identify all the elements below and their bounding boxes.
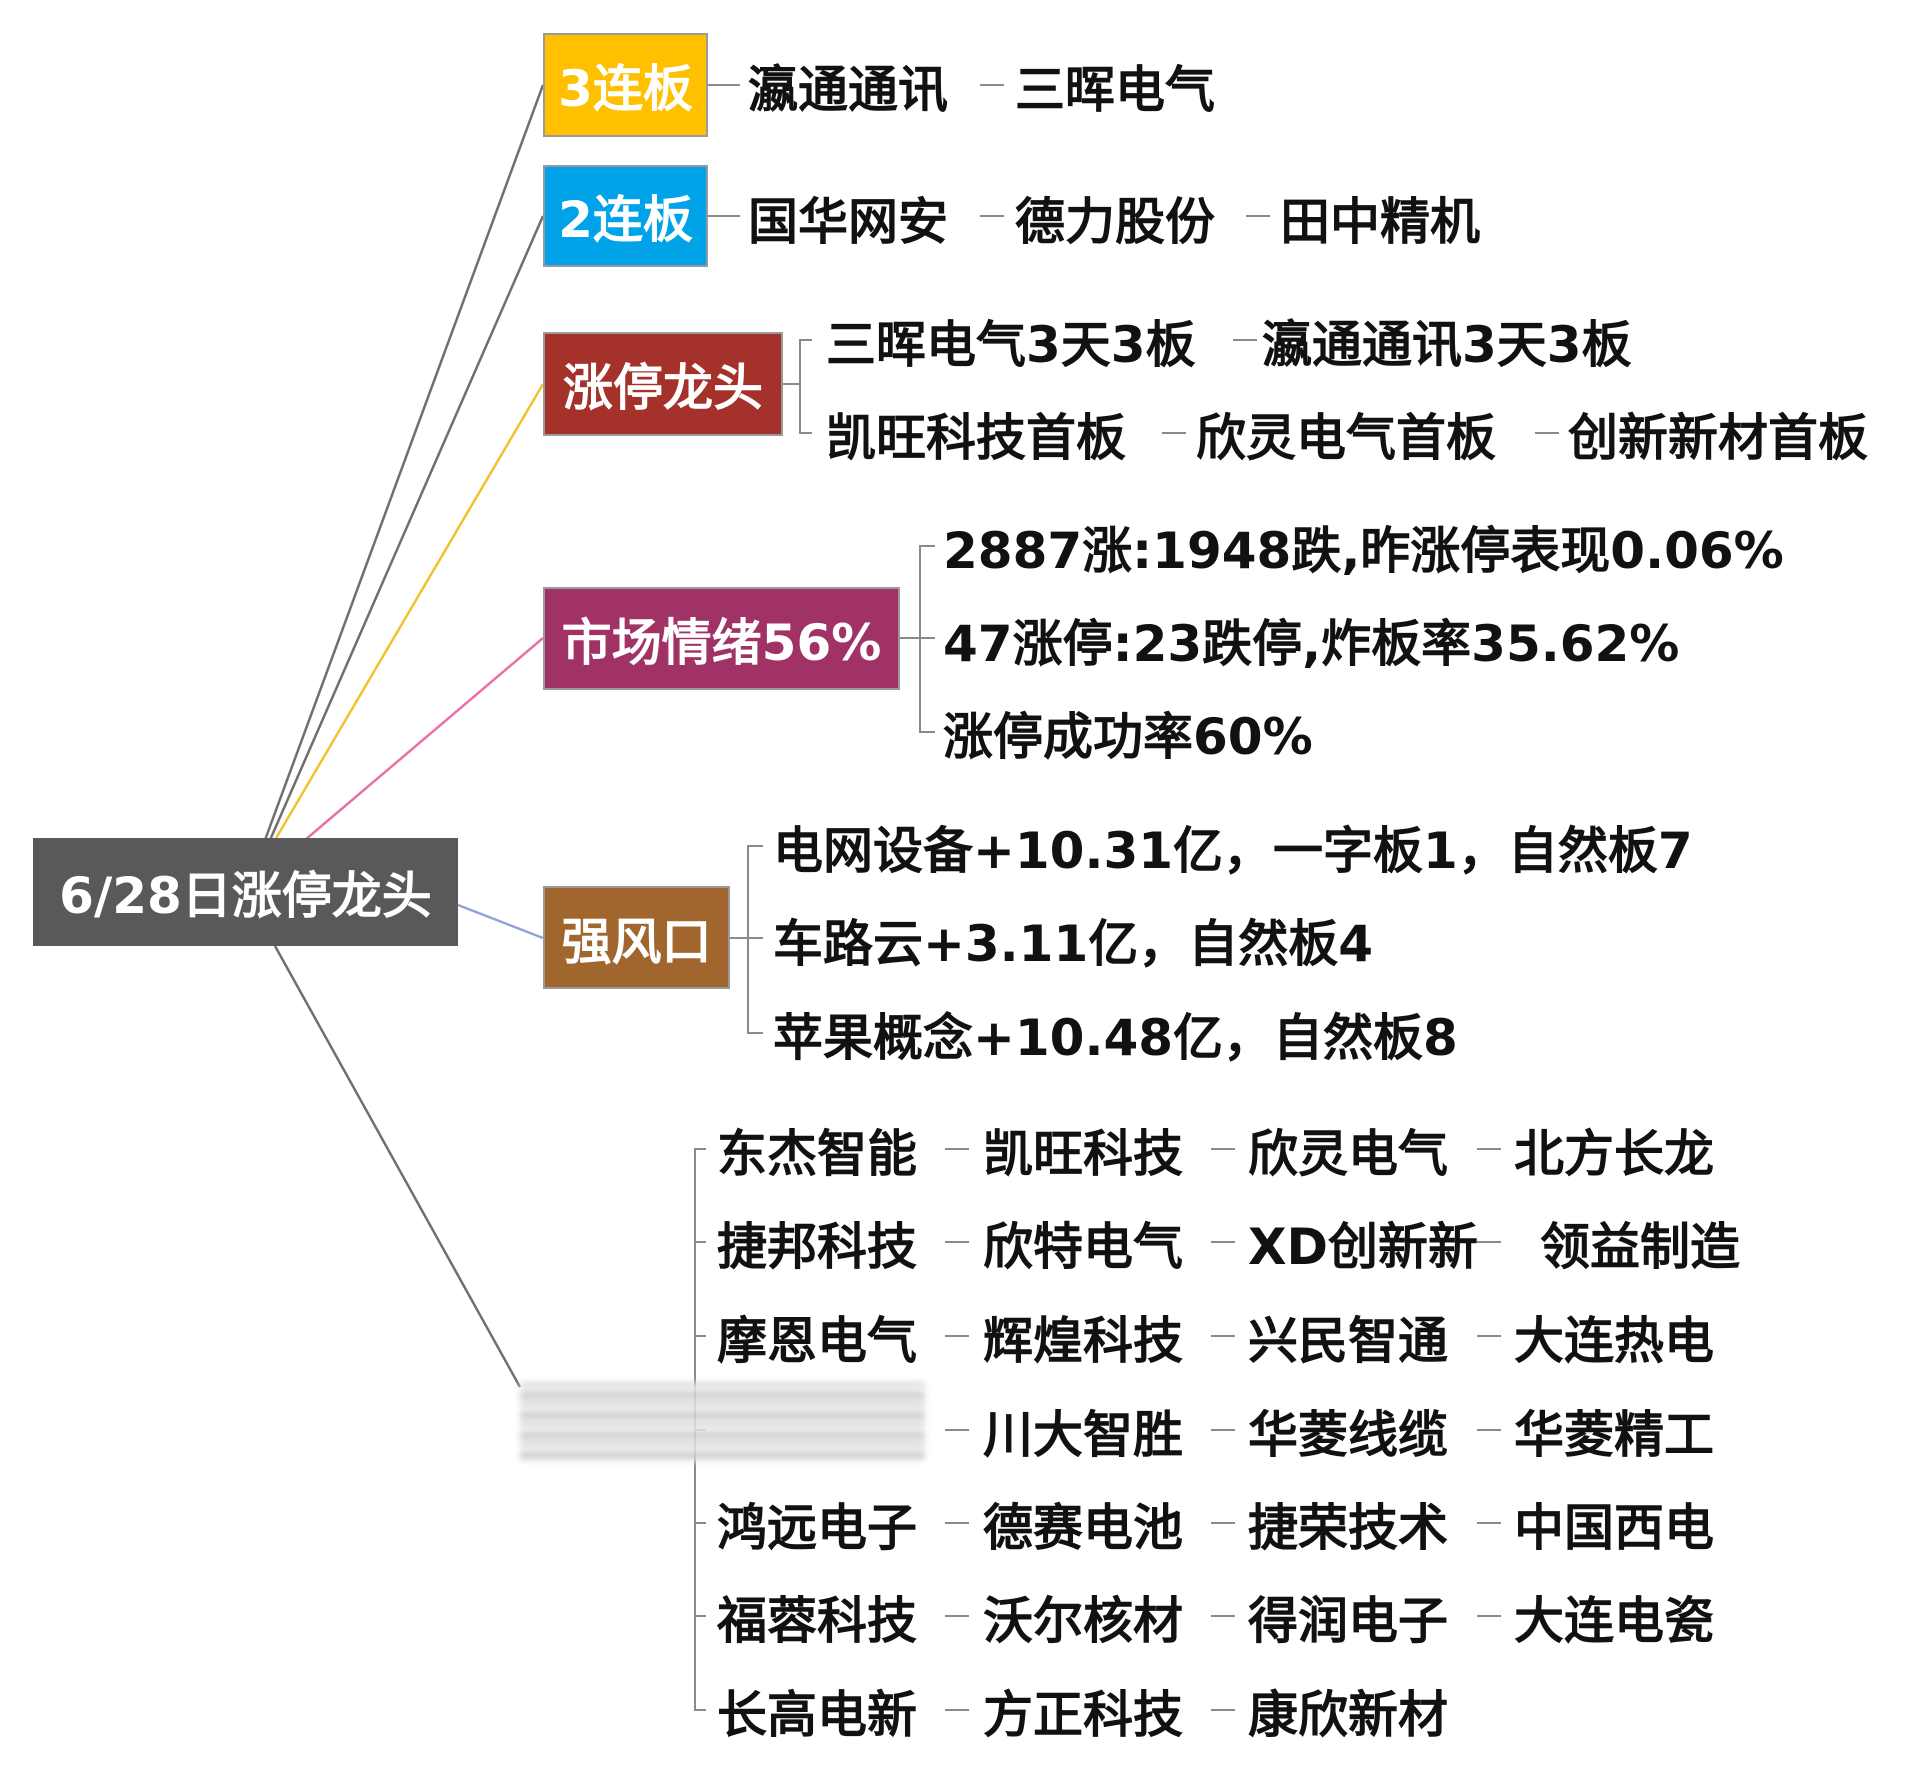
stock-item: 东杰智能 — [717, 1125, 917, 1183]
stock-item: 大连电瓷 — [1514, 1592, 1714, 1650]
connector-line — [268, 215, 545, 841]
stock-item: 福蓉科技 — [717, 1592, 917, 1650]
stock-item: 欣特电气 — [983, 1218, 1183, 1276]
stock-item: XD创新新 — [1248, 1218, 1479, 1276]
leader-item: 三晖电气3天3板 — [826, 316, 1196, 374]
category-shichang-qingxu: 市场情绪56% — [543, 587, 900, 690]
leader-item: 凯旺科技首板 — [826, 409, 1126, 467]
blurred-redaction — [520, 1382, 925, 1462]
stock-item: 华菱线缆 — [1248, 1406, 1448, 1464]
stock-item: 辉煌科技 — [983, 1312, 1183, 1370]
stock-item: 摩恩电气 — [717, 1312, 917, 1370]
stock-item: 德力股份 — [1015, 193, 1215, 251]
connector-line — [273, 945, 522, 1388]
stock-item: 沃尔核材 — [983, 1592, 1183, 1650]
leader-item: 欣灵电气首板 — [1196, 409, 1496, 467]
category-qiang-fengkou: 强风口 — [543, 886, 730, 989]
sector-line: 电网设备+10.31亿，一字板1，自然板7 — [773, 822, 1693, 880]
connector-line — [273, 383, 545, 841]
bracket — [747, 845, 763, 1034]
stock-item: 田中精机 — [1280, 193, 1480, 251]
stock-item: 方正科技 — [983, 1686, 1183, 1744]
stock-item: 德赛电池 — [983, 1499, 1183, 1557]
stock-item: 鸿远电子 — [717, 1499, 917, 1557]
sentiment-line: 涨停成功率60% — [943, 708, 1313, 766]
stock-item: 得润电子 — [1248, 1592, 1448, 1650]
connector-line — [457, 903, 544, 940]
stock-item: 领益制造 — [1540, 1218, 1740, 1276]
category-zhangting-longtou: 涨停龙头 — [543, 332, 783, 436]
connector-line — [263, 84, 545, 841]
connector-line — [304, 637, 544, 841]
stock-item: 中国西电 — [1514, 1499, 1714, 1557]
leader-item: 瀛通通讯3天3板 — [1262, 316, 1632, 374]
category-2lianban: 2连板 — [543, 165, 708, 267]
stock-item: 华菱精工 — [1514, 1406, 1714, 1464]
stock-item: 瀛通通讯 — [748, 61, 948, 119]
root-node: 6/28日涨停龙头 — [33, 838, 458, 946]
sentiment-line: 47涨停:23跌停,炸板率35.62% — [943, 615, 1680, 673]
bracket — [799, 339, 812, 434]
leader-item: 创新新材首板 — [1568, 409, 1868, 467]
stock-item: 川大智胜 — [983, 1406, 1183, 1464]
stock-item: 北方长龙 — [1514, 1125, 1714, 1183]
stock-item: 大连热电 — [1514, 1312, 1714, 1370]
stock-item: 捷荣技术 — [1248, 1499, 1448, 1557]
sentiment-line: 2887涨:1948跌,昨涨停表现0.06% — [943, 522, 1784, 580]
sector-line: 车路云+3.11亿，自然板4 — [773, 915, 1374, 973]
stock-item: 捷邦科技 — [717, 1218, 917, 1276]
stock-item: 康欣新材 — [1248, 1686, 1448, 1744]
stock-item: 欣灵电气 — [1248, 1125, 1448, 1183]
stock-item: 兴民智通 — [1248, 1312, 1448, 1370]
sector-line: 苹果概念+10.48亿，自然板8 — [773, 1009, 1458, 1067]
stock-item: 长高电新 — [717, 1686, 917, 1744]
category-3lianban: 3连板 — [543, 33, 708, 137]
stock-item: 三晖电气 — [1015, 61, 1215, 119]
stock-item: 国华网安 — [748, 193, 948, 251]
stock-item: 凯旺科技 — [983, 1125, 1183, 1183]
